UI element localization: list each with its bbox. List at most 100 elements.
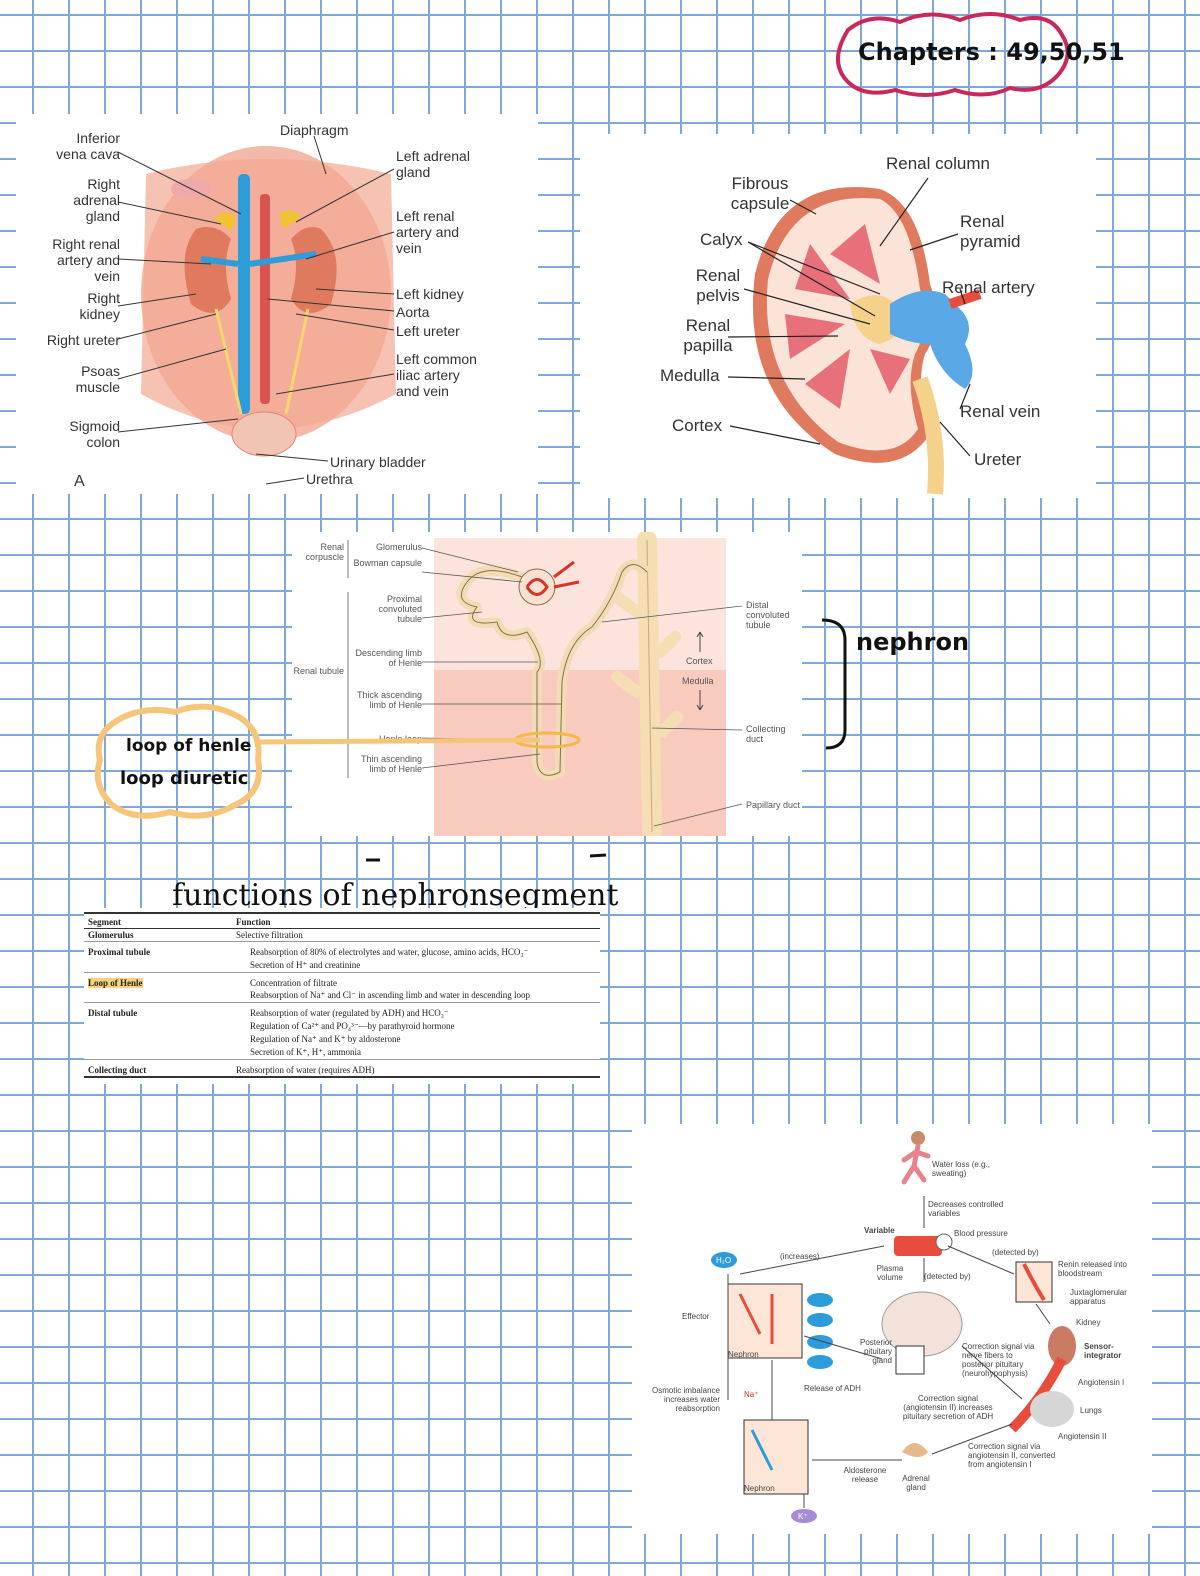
- vena-cava-shape: [238, 174, 250, 414]
- label-henle-loop: Henle loop: [378, 734, 422, 744]
- label-angiotensin-2: Angiotensin II: [1058, 1432, 1107, 1441]
- label-thick-ascending: Thick ascending limb of Henle: [356, 690, 422, 710]
- label-renal-column: Renal column: [886, 154, 990, 173]
- label-correction-ang: Correction signal (angiotensin II) incre…: [902, 1394, 994, 1421]
- label-aldosterone: Aldosterone release: [843, 1466, 887, 1484]
- kidney-icon: [1048, 1326, 1076, 1366]
- table-row: Distal tubule Reabsorption of water (reg…: [88, 1008, 449, 1018]
- col-segment: Segment: [84, 916, 232, 929]
- nephron-illustration: [347, 532, 743, 836]
- feedback-figure: Water loss (e.g., sweating) Decreases co…: [632, 1124, 1152, 1534]
- label-left-adrenal: Left adrenal gland: [396, 148, 470, 180]
- right-kidney-shape: [184, 226, 231, 313]
- kidney-figure: Fibrous capsule Renal column Renal pyram…: [580, 134, 1096, 498]
- label-left-iliac: Left common iliac artery and vein: [396, 351, 477, 399]
- label-release-adh: Release of ADH: [804, 1384, 861, 1393]
- label-plasma-volume: Plasma volume: [876, 1264, 904, 1282]
- bladder-shape: [231, 411, 297, 457]
- stray-mark: [589, 853, 607, 858]
- col-function: Function: [232, 916, 600, 929]
- renal-vein-shape: [890, 290, 973, 389]
- label-correction-nerve: Correction signal via nerve fibers to po…: [962, 1342, 1035, 1378]
- aorta-shape: [260, 194, 270, 404]
- label-renal-tubule: Renal tubule: [293, 666, 344, 676]
- ion-k: K⁺: [798, 1512, 808, 1521]
- label-nephron-2: Nephron: [744, 1484, 775, 1493]
- label-lungs: Lungs: [1080, 1406, 1102, 1415]
- label-cortex: Cortex: [672, 416, 723, 435]
- label-decreases: Decreases controlled variables: [928, 1200, 1004, 1218]
- label-ureter: Ureter: [974, 450, 1022, 469]
- label-medulla-zone: Medulla: [682, 676, 714, 686]
- label-right-ureter: Right ureter: [46, 332, 120, 348]
- feedback-illustration: [711, 1131, 1076, 1523]
- gauge-icon: [935, 1233, 953, 1251]
- label-medulla: Medulla: [660, 366, 720, 385]
- table-row: Collecting duct Reabsorption of water (r…: [84, 1060, 600, 1077]
- note-loop-diuretic: loop diuretic: [120, 768, 249, 789]
- table-row: Loop of Henle Concentration of filtrate: [88, 978, 337, 988]
- label-thin-ascending: Thin ascending limb of Henle: [360, 754, 422, 774]
- chapter-tag: Chapters : 49,50,51: [858, 38, 1125, 66]
- ion-h2o: H₂O: [716, 1256, 732, 1265]
- label-left-kidney: Left kidney: [396, 286, 464, 302]
- cortex-zone: [434, 538, 726, 670]
- label-detected-by-2: (detected by): [924, 1272, 971, 1281]
- runner-head: [911, 1131, 925, 1145]
- glomerulus-shape: [518, 568, 556, 606]
- anatomy-illustration: [117, 135, 396, 485]
- label-renal-pyramid: Renal pyramid: [960, 212, 1021, 251]
- label-papillary: Papillary duct: [746, 800, 801, 810]
- ureter-shape: [912, 376, 944, 495]
- note-loop-henle: loop of henle: [126, 736, 252, 756]
- segment-loop-henle: Loop of Henle: [88, 978, 143, 988]
- label-descending: Descending limb of Henle: [355, 648, 422, 668]
- medulla-zone: [434, 670, 726, 836]
- label-sigmoid: Sigmoid colon: [69, 418, 120, 450]
- label-fibrous: Fibrous capsule: [730, 174, 790, 213]
- left-kidney-shape: [291, 226, 337, 313]
- panel-letter: A: [74, 473, 85, 490]
- nephron-figure: Renal corpuscle Glomerulus Bowman capsul…: [292, 532, 802, 836]
- label-detected-by-1: (detected by): [992, 1248, 1039, 1257]
- label-diaphragm: Diaphragm: [280, 122, 349, 138]
- label-renal-pelvis: Renal pelvis: [695, 266, 741, 305]
- label-effector: Effector: [682, 1312, 710, 1321]
- functions-heading: functions of nephronsegment: [172, 878, 619, 913]
- label-right-renal: Right renal artery and vein: [52, 236, 120, 284]
- kidney-illustration: [727, 177, 982, 495]
- label-calyx: Calyx: [700, 230, 743, 249]
- label-renin: Renin released into bloodstream: [1058, 1260, 1127, 1278]
- anatomy-figure: Inferior vena cava Diaphragm Right adren…: [16, 114, 538, 494]
- label-kidney: Kidney: [1076, 1318, 1101, 1327]
- lungs-icon: [1030, 1391, 1074, 1427]
- label-right-kidney: Right kidney: [79, 290, 120, 322]
- vessel-shape: [894, 1236, 942, 1256]
- note-nephron: nephron: [856, 628, 970, 656]
- label-renal-corpuscle: Renal corpuscle: [305, 542, 344, 562]
- label-collecting: Collecting duct: [746, 724, 786, 744]
- label-adrenal: Adrenal gland: [902, 1474, 930, 1492]
- label-blood-pressure: Blood pressure: [954, 1229, 1008, 1238]
- label-left-ureter: Left ureter: [396, 323, 460, 339]
- label-angiotensin-1: Angiotensin I: [1078, 1378, 1125, 1387]
- label-aorta: Aorta: [396, 304, 430, 320]
- label-bladder: Urinary bladder: [330, 454, 426, 470]
- label-cortex-zone: Cortex: [686, 656, 713, 666]
- table-row: Proximal tubule Reabsorption of 80% of e…: [88, 947, 529, 957]
- table-row: Glomerulus Selective filtration: [84, 928, 600, 942]
- label-water-loss: Water loss (e.g., sweating): [932, 1160, 990, 1178]
- label-renal-papilla: Renal papilla: [683, 316, 733, 355]
- label-left-renal: Left renal artery and vein: [396, 208, 460, 256]
- label-bowman: Bowman capsule: [353, 558, 422, 568]
- label-renal-artery: Renal artery: [942, 278, 1035, 297]
- label-correction-via: Correction signal via angiotensin II, co…: [968, 1442, 1056, 1469]
- label-renal-vein: Renal vein: [960, 402, 1041, 421]
- functions-table: Segment Function Glomerulus Selective fi…: [84, 916, 600, 1078]
- label-right-adrenal: Right adrenal gland: [73, 176, 120, 224]
- label-distal: Distal convoluted tubule: [746, 600, 790, 630]
- pituitary-box: [895, 1345, 925, 1375]
- k-ion: [791, 1509, 817, 1523]
- label-juxta: Juxtaglomerular apparatus: [1070, 1288, 1127, 1306]
- label-nephron-1: Nephron: [728, 1350, 759, 1359]
